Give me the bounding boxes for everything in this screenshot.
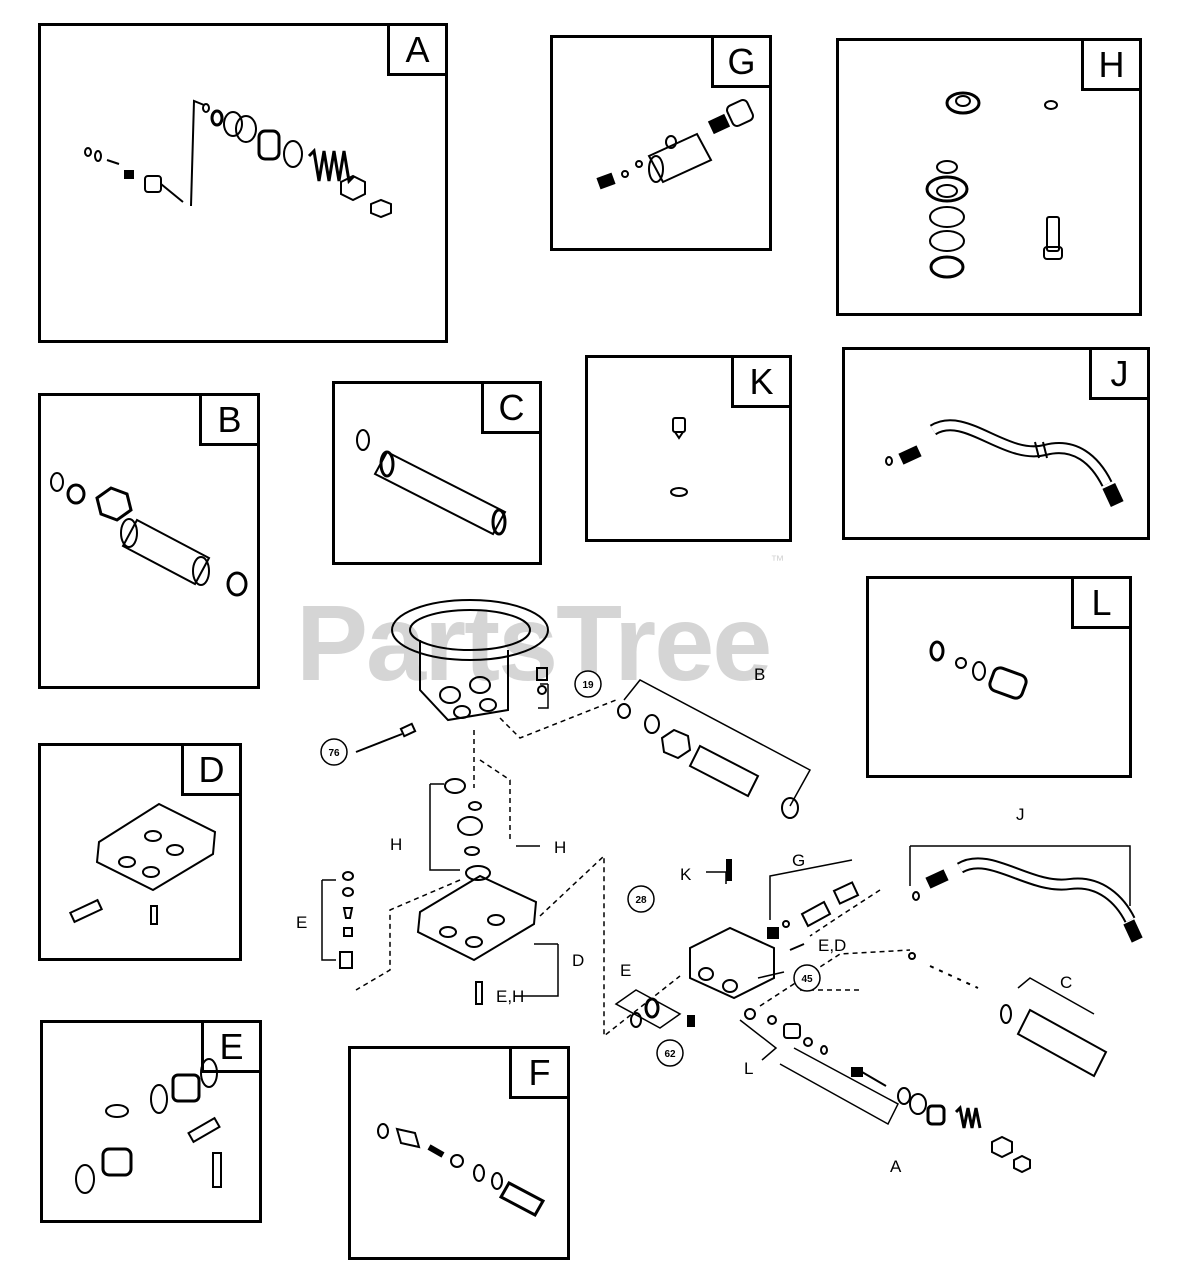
callout-h-right: H [554, 838, 566, 857]
callout-e-left: E [296, 913, 307, 932]
panel-label-c: C [481, 384, 539, 434]
inlet-kit-drawing [50, 472, 248, 597]
panel-c: C [332, 381, 542, 565]
callout-e-h: E,H [496, 987, 524, 1006]
pump-assembly [339, 599, 1143, 1174]
leader-lines [321, 679, 1131, 1126]
callout-e-mid: E [620, 961, 631, 980]
letter-callouts: B H H E E,H D K G E,D E L A C J [296, 665, 1072, 1176]
panel-label-a: A [387, 26, 445, 76]
callout-28: 28 [635, 895, 647, 906]
callout-circle-62 [656, 1039, 684, 1067]
panel-l: L [866, 576, 1132, 778]
panel-label-j: J [1089, 350, 1147, 400]
panel-d: D [38, 743, 242, 961]
callout-k: K [680, 865, 692, 884]
callout-g: G [792, 851, 805, 870]
panel-label-e: E [201, 1023, 259, 1073]
callout-c: C [1060, 973, 1072, 992]
panel-e: E [40, 1020, 262, 1223]
panel-b: B [38, 393, 260, 689]
panel-label-h: H [1081, 41, 1139, 91]
callout-b: B [754, 665, 765, 684]
check-valve-kit-drawing [929, 640, 1028, 700]
panel-label-l: L [1071, 579, 1129, 629]
callout-19: 19 [582, 680, 594, 691]
callout-a: A [890, 1157, 902, 1176]
callout-circle-76 [320, 738, 348, 766]
panel-g: G [550, 35, 772, 251]
outlet-kit-drawing [356, 429, 507, 536]
piston-kit-drawing [377, 1123, 546, 1218]
panel-label-d: D [181, 746, 239, 796]
panel-k: K [585, 355, 792, 542]
callout-45: 45 [801, 974, 813, 985]
thermal-relief-kit-drawing [670, 417, 688, 497]
callout-circles [320, 670, 821, 1067]
callout-j: J [1016, 805, 1025, 824]
callout-76: 76 [328, 748, 340, 759]
hose-kit-drawing [885, 419, 1124, 508]
panel-label-f: F [509, 1049, 567, 1099]
unloader-valve-kit-drawing [84, 99, 392, 219]
panel-j: J [842, 347, 1150, 540]
valve-kit-drawing [75, 1058, 222, 1194]
callout-circle-45 [793, 964, 821, 992]
callout-numbers: 19 76 28 45 62 [328, 680, 813, 1060]
panel-label-g: G [711, 38, 769, 88]
callout-e-d: E,D [818, 936, 846, 955]
callout-circle-28 [627, 885, 655, 913]
manifold-kit-drawing [68, 802, 217, 925]
callout-62: 62 [664, 1049, 676, 1060]
callout-circle-19 [574, 670, 602, 698]
hose-adapter-kit-drawing [596, 99, 754, 190]
callout-l: L [744, 1059, 753, 1078]
panel-f: F [348, 1046, 570, 1260]
panel-a: A [38, 23, 448, 343]
panel-label-b: B [199, 396, 257, 446]
panel-label-k: K [731, 358, 789, 408]
callout-h-left: H [390, 835, 402, 854]
seal-kit-drawing [925, 91, 1063, 279]
panel-h: H [836, 38, 1142, 316]
callout-d: D [572, 951, 584, 970]
